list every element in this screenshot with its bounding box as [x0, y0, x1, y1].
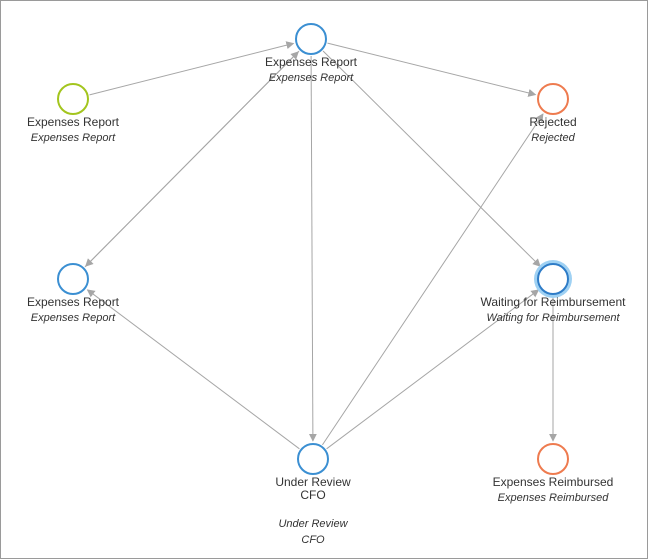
node-rejected[interactable]: Rejected Rejected: [453, 83, 648, 145]
node-expenses-report-start[interactable]: Expenses Report Expenses Report: [0, 83, 173, 145]
node-expenses-report-left[interactable]: Expenses Report Expenses Report: [0, 263, 173, 325]
edge-under-review-cfo-to-waiting-for-reimbursement[interactable]: [326, 289, 540, 450]
node-sublabel: Rejected: [531, 132, 575, 144]
node-label-line-1: Under Review: [275, 475, 351, 489]
node-label: Rejected: [529, 115, 577, 129]
node-label-line-2: CFO: [300, 488, 326, 502]
node-label: Expenses Report: [264, 55, 358, 69]
edge-under-review-cfo-to-rejected[interactable]: [322, 113, 544, 446]
start-circle-icon[interactable]: [57, 83, 89, 115]
node-sublabel: Expenses Report: [268, 72, 354, 84]
edge-under-review-cfo-to-expenses-report-left[interactable]: [86, 289, 300, 450]
edge-expenses-report-top-to-under-review-cfo[interactable]: [308, 55, 317, 442]
node-under-review-cfo[interactable]: Under Review CFO Under Review CFO: [213, 443, 413, 547]
node-label: Waiting for Reimbursement: [480, 295, 626, 309]
node-sublabel: Expenses Reimbursed: [497, 492, 609, 504]
edge-expenses-report-top-to-rejected[interactable]: [327, 42, 537, 97]
end-circle-icon[interactable]: [537, 83, 569, 115]
edge-expenses-report-start-to-expenses-report-top[interactable]: [89, 41, 295, 96]
node-sublabel-line-1: Under Review: [278, 518, 348, 530]
node-expenses-reimbursed[interactable]: Expenses Reimbursed Expenses Reimbursed: [453, 443, 648, 505]
node-expenses-report-top[interactable]: Expenses Report Expenses Report: [211, 23, 411, 85]
edge-expenses-report-left-to-expenses-report-top[interactable]: [84, 51, 299, 268]
state-circle-icon[interactable]: [295, 23, 327, 55]
node-label: Expenses Report: [26, 115, 120, 129]
state-circle-icon[interactable]: [57, 263, 89, 295]
node-sublabel: Expenses Report: [30, 312, 116, 324]
node-waiting-for-reimbursement[interactable]: Waiting for Reimbursement Waiting for Re…: [453, 263, 648, 325]
edge-expenses-report-top-to-waiting-for-reimbursement[interactable]: [322, 50, 541, 267]
node-sublabel-line-2: CFO: [301, 534, 325, 546]
end-circle-icon[interactable]: [537, 443, 569, 475]
node-sublabel: Waiting for Reimbursement: [486, 312, 620, 324]
state-circle-icon[interactable]: [297, 443, 329, 475]
node-sublabel: Expenses Report: [30, 132, 116, 144]
node-label: Expenses Report: [26, 295, 120, 309]
node-label: Expenses Reimbursed: [492, 475, 614, 489]
active-state-circle-icon[interactable]: [537, 263, 569, 295]
